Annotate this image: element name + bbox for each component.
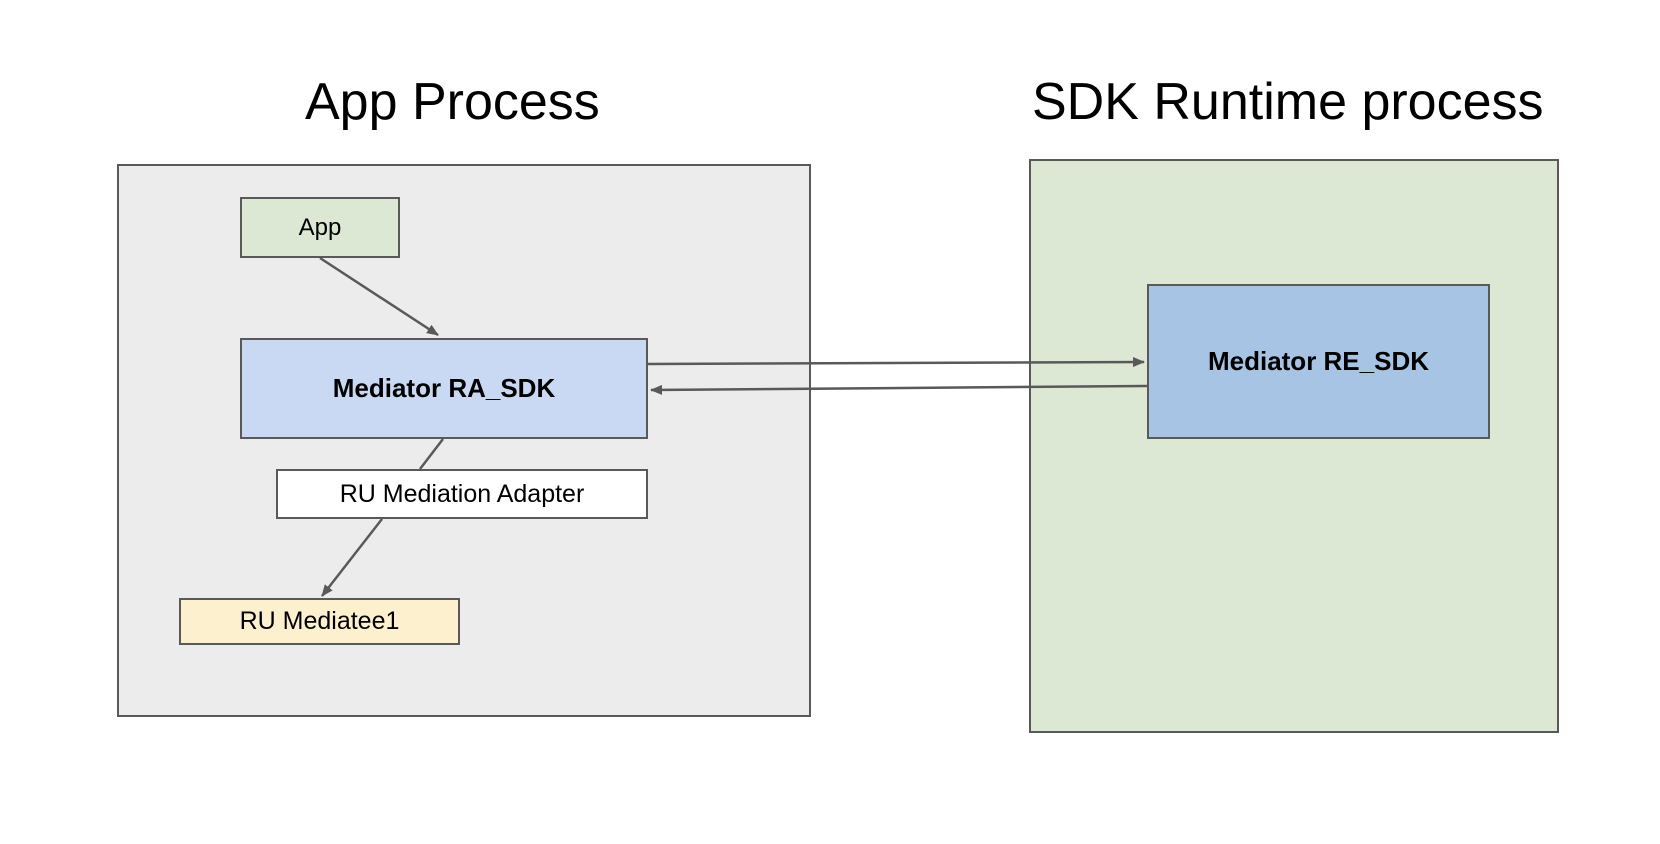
- mediator-re-sdk-node: Mediator RE_SDK: [1147, 284, 1490, 439]
- ru-mediatee1-node: RU Mediatee1: [179, 598, 460, 645]
- sdk-runtime-container: [1029, 159, 1559, 733]
- app-process-title: App Process: [305, 73, 600, 131]
- ru-mediation-adapter-node: RU Mediation Adapter: [276, 469, 648, 519]
- sdk-runtime-process-title: SDK Runtime process: [1032, 73, 1544, 131]
- app-node: App: [240, 197, 400, 258]
- mediator-ra-sdk-node: Mediator RA_SDK: [240, 338, 648, 439]
